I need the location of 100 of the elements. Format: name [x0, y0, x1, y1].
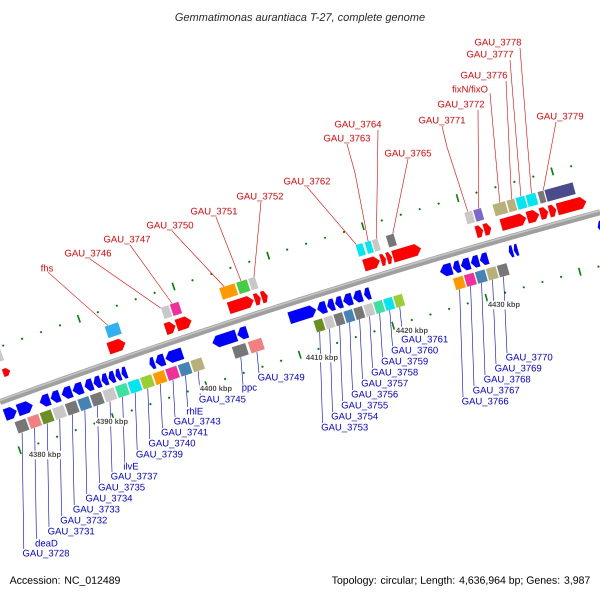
leader-line [22, 432, 24, 550]
gene-label: rhlE [186, 408, 203, 414]
leader-line [172, 230, 224, 287]
gene-label: ilvE [124, 462, 138, 470]
leader-line [48, 272, 108, 326]
gene-box [343, 309, 356, 324]
gene-label: fhs [40, 264, 53, 272]
gene-box [160, 305, 172, 320]
gene-box [178, 362, 193, 377]
leader-line [160, 384, 163, 428]
leader-line [442, 126, 468, 212]
gene-label: GAU_3757 [362, 380, 408, 388]
leader-line [379, 312, 383, 358]
leader-line [134, 392, 138, 450]
leader-line [492, 280, 496, 364]
gene-label: GAU_3755 [342, 402, 388, 410]
leader-line [339, 325, 343, 402]
gene-box [464, 210, 476, 224]
gene-label: GAU_3754 [332, 412, 378, 422]
leader-line [185, 375, 188, 408]
leader-line [542, 122, 556, 191]
leader-line [84, 410, 88, 494]
leader-line [306, 186, 357, 245]
gene-label: GAU_3749 [258, 374, 304, 382]
gene-label: fixN/fixO [452, 86, 488, 92]
gene-label: GAU_3777 [466, 50, 514, 60]
gene-label: GAU_3750 [146, 222, 194, 230]
gene-box [52, 404, 68, 420]
gene-label: GAU_3732 [60, 516, 107, 526]
gene-label: GAU_3753 [322, 424, 368, 432]
leader-line [319, 332, 323, 424]
gene-label: GAU_3731 [48, 528, 94, 536]
gene-label: GAU_3759 [382, 358, 428, 366]
gene-label: GAU_3740 [148, 440, 196, 448]
gene-box [248, 276, 258, 290]
gene-box [170, 302, 182, 316]
gene-box [386, 234, 397, 248]
gene-label: GAU_3761 [402, 336, 448, 344]
gene-label: GAU_3779 [536, 112, 584, 122]
leader-line [346, 144, 368, 242]
leader-line [110, 401, 112, 472]
gene-label: GAU_3760 [392, 346, 438, 356]
gene-label: GAU_3756 [352, 390, 398, 400]
gene-label: GAU_3768 [484, 376, 530, 384]
gene-label: GAU_3752 [236, 192, 284, 202]
leader-line [503, 276, 508, 354]
gene-label: GAU_3741 [162, 428, 208, 438]
gene-box [114, 382, 130, 398]
leader-line [72, 414, 74, 506]
gene-box [313, 318, 326, 332]
gene-label: GAU_3737 [111, 472, 158, 482]
gene-box [236, 279, 250, 294]
gene-label: GAU_3743 [174, 418, 220, 426]
gene-box [104, 322, 122, 338]
gene-label: GAU_3778 [474, 38, 522, 48]
gene-label: GAU_3728 [22, 550, 70, 558]
gene-box [515, 196, 528, 210]
leader-line [216, 216, 242, 282]
gene-box [323, 315, 336, 330]
gene-box [40, 409, 55, 425]
gene-label: GAU_3762 [284, 178, 330, 186]
gene-box [165, 366, 180, 381]
gene-box [372, 238, 381, 252]
leader-line [376, 130, 378, 239]
gene-box [102, 387, 118, 402]
gene-box [64, 400, 80, 416]
gene-label: GAU_3763 [324, 134, 370, 144]
leader-line [254, 202, 262, 278]
gene-box [77, 396, 92, 412]
leader-line [506, 80, 512, 200]
gene-label: GAU_3746 [64, 250, 112, 258]
gene-label: ppc [242, 385, 257, 393]
gene-box [219, 283, 238, 300]
gene-box [353, 306, 366, 320]
gene-label: GAU_3771 [418, 116, 466, 126]
leader-line [90, 258, 161, 308]
gene-label: GAU_3770 [506, 354, 552, 362]
gene-label: GAU_3739 [136, 450, 182, 460]
leader-line [510, 60, 522, 197]
leader-line [369, 316, 373, 368]
gene-label: GAU_3764 [334, 120, 382, 130]
gene-box [526, 192, 538, 207]
gene-label: GAU_3751 [190, 208, 238, 216]
gene-box [506, 198, 518, 212]
gene-box [492, 201, 508, 216]
accession-text: Accession: NC_012489 [10, 576, 120, 586]
gene-label: GAU_3733 [73, 506, 120, 514]
gene-box [190, 357, 206, 372]
leader-line [172, 379, 176, 418]
gene-label: GAU_3767 [473, 386, 520, 396]
gene-box [474, 269, 488, 284]
gene-box [393, 294, 406, 308]
gene-label: GAU_3772 [438, 100, 484, 110]
leader-line [349, 322, 353, 390]
gene-box [14, 418, 30, 434]
leader-line [478, 110, 479, 209]
gene-box [383, 296, 396, 311]
leader-line [389, 310, 393, 346]
gene-box [248, 338, 265, 354]
leader-line [256, 352, 260, 374]
